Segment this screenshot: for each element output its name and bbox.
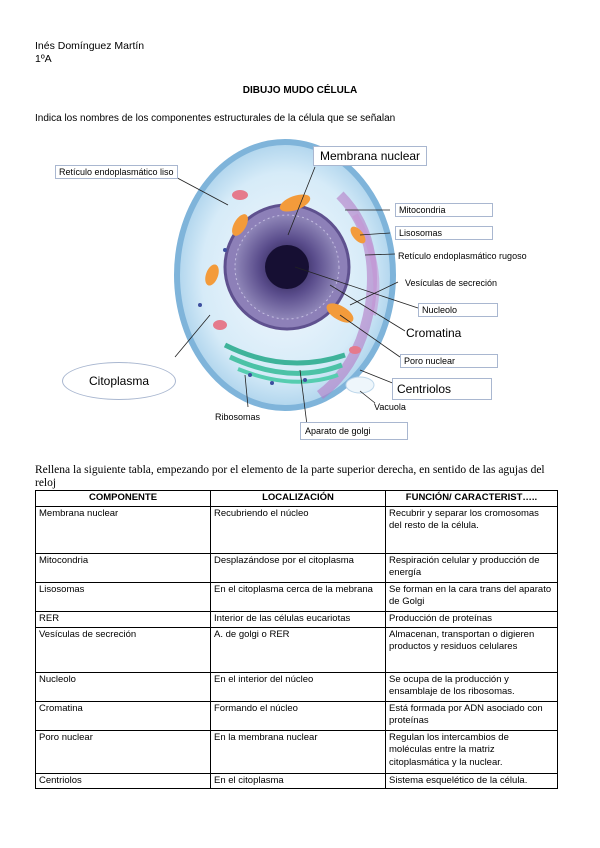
label-ribosomes: Ribosomas (215, 412, 261, 422)
cell-location: Desplazándose por el citoplasma (210, 552, 386, 583)
cell-component: Poro nuclear (35, 729, 211, 774)
cell-component: Centriolos (35, 772, 211, 789)
header-function: FUNCIÓN/ CARACTERIST….. (385, 490, 558, 507)
cell-component: Nucleolo (35, 671, 211, 702)
header-location: LOCALIZACIÓN (210, 490, 386, 507)
nucleolus-shape (265, 245, 309, 289)
label-lysosomes: Lisosomas (395, 226, 493, 240)
cell-function: Producción de proteínas (385, 610, 558, 628)
author-name: Inés Domínguez Martín (35, 40, 145, 52)
cell-location: En la membrana nuclear (210, 729, 386, 774)
label-golgi: Aparato de golgi (300, 422, 408, 440)
label-secretion-vesicles: Vesículas de secreción (405, 278, 498, 288)
cell-location: Formando el núcleo (210, 700, 386, 731)
cell-component: Cromatina (35, 700, 211, 731)
label-centrioles: Centriolos (392, 378, 492, 400)
label-nuclear-membrane: Membrana nuclear (313, 146, 428, 166)
cell-location: Recubriendo el núcleo (210, 505, 386, 554)
cell-location: En el citoplasma cerca de la mebrana (210, 581, 386, 612)
table-row: Mitocondria Desplazándose por el citopla… (35, 552, 558, 583)
cell-function: Recubrir y separar los cromosomas del re… (385, 505, 558, 554)
golgi-shape (223, 342, 346, 366)
cell-location: En el citoplasma (210, 772, 386, 789)
label-nucleolus: Nucleolo (418, 303, 498, 317)
cell-function: Se ocupa de la producción y ensamblaje d… (385, 671, 558, 702)
cell-location: A. de golgi o RER (210, 626, 386, 673)
table-row: Cromatina Formando el núcleo Está formad… (35, 700, 558, 731)
table-row: RER Interior de las células eucariotas P… (35, 610, 558, 628)
cell-component: Mitocondria (35, 552, 211, 583)
cell-function: Respiración celular y producción de ener… (385, 552, 558, 583)
cell-component: Lisosomas (35, 581, 211, 612)
label-chromatin: Cromatina (406, 326, 462, 340)
table-row: Nucleolo En el interior del núcleo Se oc… (35, 671, 558, 702)
table-instruction: Rellena la siguiente tabla, empezando po… (35, 464, 545, 489)
cell-function: Se forman en la cara trans del aparato d… (385, 581, 558, 612)
cell-location: En el interior del núcleo (210, 671, 386, 702)
label-cytoplasm: Citoplasma (62, 362, 176, 400)
diagram-instruction: Indica los nombres de los componentes es… (35, 113, 396, 124)
label-nuclear-pore: Poro nuclear (400, 354, 498, 368)
page-title: DIBUJO MUDO CÉLULA (242, 85, 358, 96)
cell-function: Sistema esquelético de la célula. (385, 772, 558, 789)
components-table: COMPONENTE LOCALIZACIÓN FUNCIÓN/ CARACTE… (35, 490, 558, 789)
table-row: Vesículas de secreción A. de golgi o RER… (35, 626, 558, 673)
cell-component: Membrana nuclear (35, 505, 211, 554)
table-row: Membrana nuclear Recubriendo el núcleo R… (35, 505, 558, 554)
cell-function: Está formada por ADN asociado con proteí… (385, 700, 558, 731)
label-smooth-er: Retículo endoplasmático liso (55, 165, 178, 179)
table-row: Centriolos En el citoplasma Sistema esqu… (35, 772, 558, 789)
table-header-row: COMPONENTE LOCALIZACIÓN FUNCIÓN/ CARACTE… (35, 490, 558, 507)
cell-location: Interior de las células eucariotas (210, 610, 386, 628)
cell-diagram (167, 139, 419, 426)
label-mitochondria: Mitocondria (395, 203, 493, 217)
label-vacuole: Vacuola (374, 402, 406, 412)
course-label: 1ºA (35, 53, 52, 65)
cell-function: Almacenan, transportan o digieren produc… (385, 626, 558, 673)
table-row: Poro nuclear En la membrana nuclear Regu… (35, 729, 558, 774)
cell-component: Vesículas de secreción (35, 626, 211, 673)
cell-function: Regulan los intercambios de moléculas en… (385, 729, 558, 774)
header-component: COMPONENTE (35, 490, 211, 507)
table-row: Lisosomas En el citoplasma cerca de la m… (35, 581, 558, 612)
label-rough-er: Retículo endoplasmático rugoso (398, 251, 527, 261)
cell-component: RER (35, 610, 211, 628)
